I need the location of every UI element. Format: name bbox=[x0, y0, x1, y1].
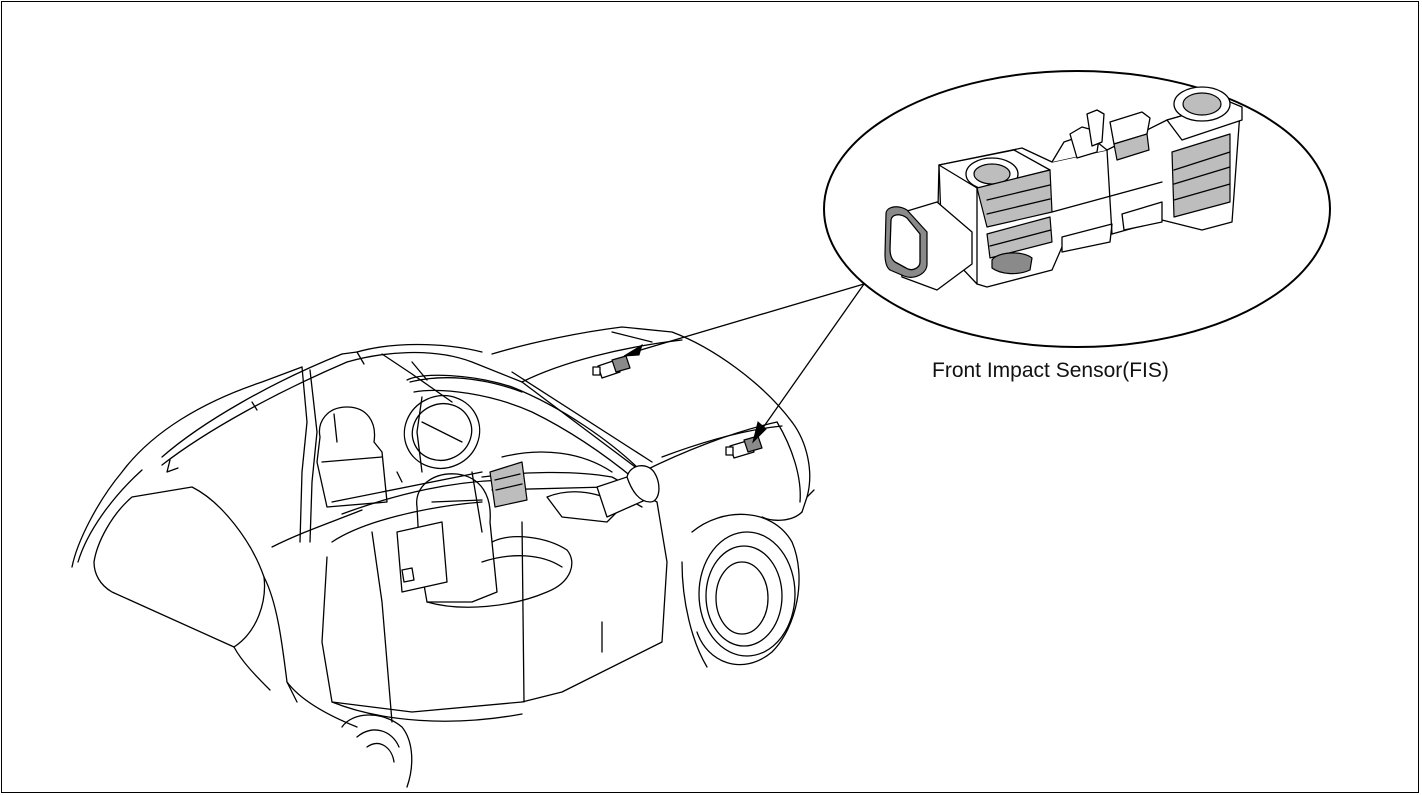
leader-line-left bbox=[633, 283, 865, 353]
sensor-detail-callout bbox=[823, 70, 1331, 348]
arrowhead-right bbox=[752, 421, 767, 444]
leader-line-right bbox=[759, 283, 865, 433]
arrowhead-left bbox=[623, 343, 643, 357]
detail-ellipse bbox=[823, 70, 1331, 348]
callout-label: Front Impact Sensor(FIS) bbox=[932, 359, 1169, 382]
leader-arrows bbox=[623, 283, 865, 444]
front-impact-sensor-right bbox=[725, 435, 763, 459]
vehicle-body bbox=[71, 326, 815, 788]
vehicle-interior bbox=[316, 361, 660, 608]
sensor-detail-illustration bbox=[884, 86, 1243, 291]
front-impact-sensor-left bbox=[592, 355, 631, 379]
